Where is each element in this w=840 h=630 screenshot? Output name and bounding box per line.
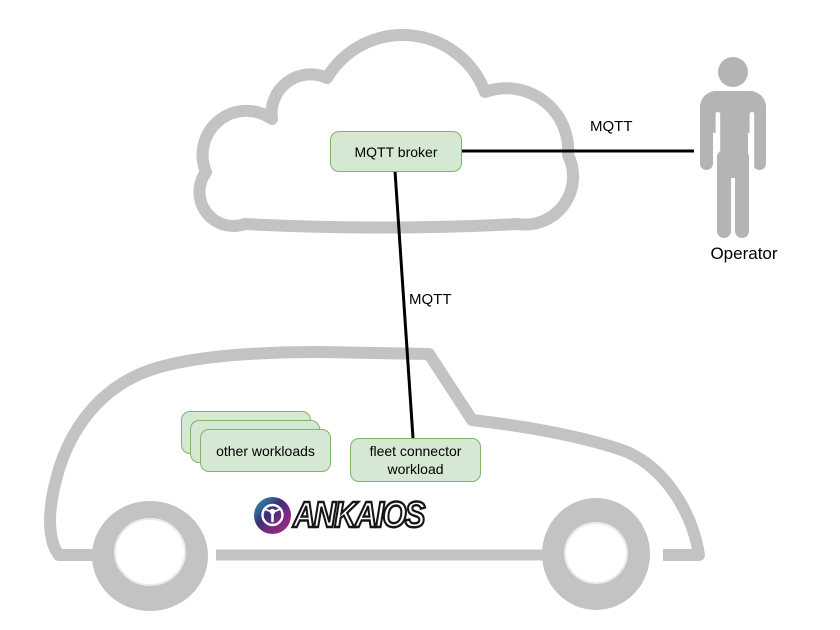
other-workloads-node-front: other workloads xyxy=(200,429,331,472)
operator-label: Operator xyxy=(710,244,778,263)
edge-broker-fleet xyxy=(393,170,415,439)
mqtt-broker-label: MQTT broker xyxy=(354,143,438,160)
car-body-shape xyxy=(44,346,705,561)
mqtt-broker-node: MQTT broker xyxy=(330,131,462,172)
edge-label-broker-operator: MQTT xyxy=(588,118,635,135)
ankaios-logo-badge xyxy=(254,496,291,534)
ankaios-logo: ANKAIOS xyxy=(254,493,445,536)
fleet-connector-label: fleet connector workload xyxy=(369,443,462,477)
car-rear-wheel xyxy=(92,501,208,611)
edge-label-broker-fleet: MQTT xyxy=(407,291,454,308)
fleet-connector-node: fleet connector workload xyxy=(350,438,481,482)
car-front-wheel xyxy=(542,498,650,610)
ankaios-logo-text: ANKAIOS xyxy=(292,493,427,536)
operator-person-icon xyxy=(700,57,766,238)
steering-wheel-icon xyxy=(261,503,284,526)
other-workloads-label: other workloads xyxy=(216,442,315,459)
